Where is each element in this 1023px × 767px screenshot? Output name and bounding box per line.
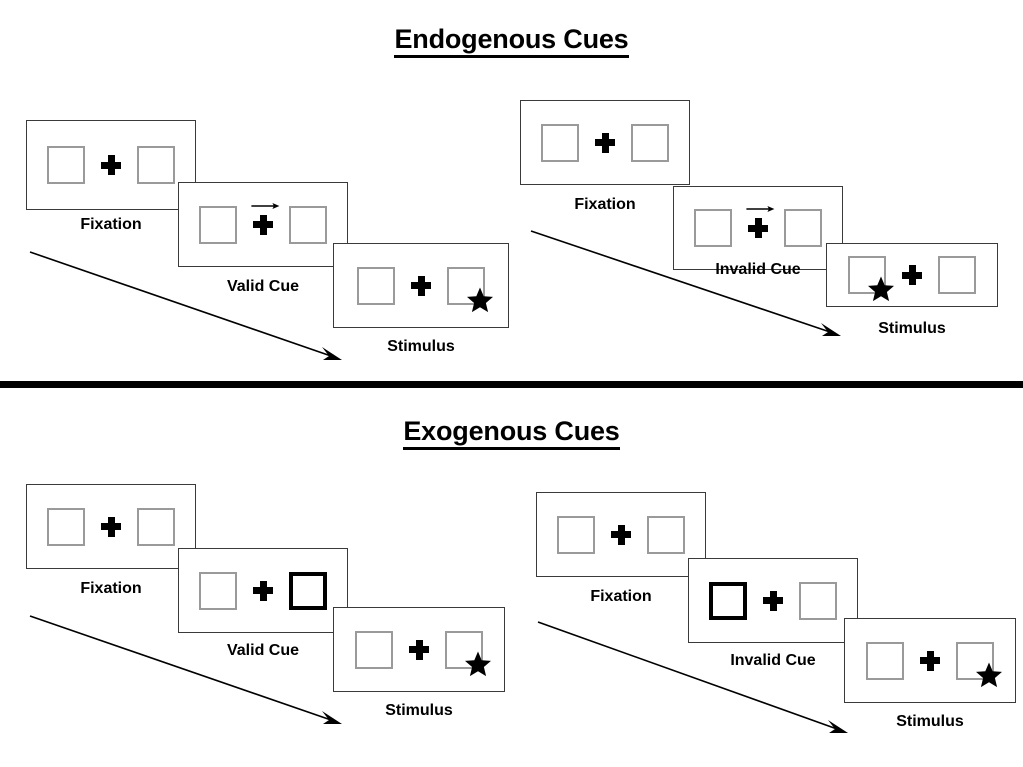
- section-divider: [0, 381, 1023, 388]
- panel-content: [521, 101, 689, 184]
- step-label-exogenous-invalid-cue: Invalid Cue: [730, 652, 816, 669]
- panel-exogenous-invalid-cue: [688, 558, 858, 643]
- right-placeholder-box: [956, 641, 1002, 687]
- left-placeholder-box: [866, 641, 904, 680]
- panel-content: [334, 244, 508, 327]
- panel-content: [179, 549, 347, 632]
- panel-content: [537, 493, 705, 576]
- fixation-plus-icon: [763, 590, 783, 611]
- left-placeholder-box: [47, 146, 85, 184]
- left-placeholder-box: [694, 209, 732, 247]
- left-placeholder-box: [541, 123, 579, 162]
- panel-exogenous-valid-cue: [178, 548, 348, 633]
- left-placeholder-box: [199, 205, 237, 244]
- center-fixation-group: [253, 580, 273, 601]
- center-cue-group: [746, 206, 775, 238]
- center-fixation-group: [611, 524, 631, 545]
- panel-exogenous-invalid-stimulus: [844, 618, 1016, 703]
- fixation-plus-icon: [902, 265, 922, 285]
- panel-content: [845, 619, 1015, 702]
- step-label-exogenous-invalid-stimulus: Stimulus: [896, 713, 964, 730]
- fixation-plus-icon: [748, 218, 768, 238]
- right-placeholder-box: [137, 507, 175, 546]
- panel-content: [827, 244, 997, 306]
- center-fixation-group: [763, 590, 783, 611]
- fixation-plus-icon: [253, 214, 273, 235]
- panel-exogenous-invalid-fixation: [536, 492, 706, 577]
- right-placeholder-box: [447, 266, 493, 312]
- step-label-exogenous-valid-fixation: Fixation: [80, 580, 142, 597]
- center-fixation-group: [902, 265, 922, 285]
- section-title-endogenous: Endogenous Cues: [0, 24, 1023, 58]
- center-fixation-group: [920, 650, 940, 671]
- fixation-plus-icon: [920, 650, 940, 671]
- fixation-plus-icon: [409, 639, 429, 660]
- step-label-endogenous-invalid-stimulus: Stimulus: [878, 320, 946, 337]
- right-placeholder-box: [799, 581, 837, 620]
- panel-exogenous-valid-stimulus: [333, 607, 505, 692]
- step-label-endogenous-valid-cue: Valid Cue: [226, 278, 300, 295]
- right-placeholder-box: [784, 209, 822, 247]
- step-label-exogenous-invalid-fixation: Fixation: [590, 588, 652, 605]
- step-label-exogenous-valid-stimulus: Stimulus: [385, 702, 453, 719]
- center-fixation-group: [411, 275, 431, 296]
- center-fixation-group: [101, 516, 121, 537]
- center-fixation-group: [595, 132, 615, 153]
- left-placeholder-box: [47, 507, 85, 546]
- fixation-plus-icon: [611, 524, 631, 545]
- panel-content: [689, 559, 857, 642]
- fixation-plus-icon: [101, 516, 121, 537]
- panel-content: [334, 608, 504, 691]
- panel-endogenous-invalid-cue: [673, 186, 843, 270]
- left-placeholder-box: [355, 630, 393, 669]
- step-label-endogenous-valid-fixation: Fixation: [80, 216, 142, 233]
- panel-endogenous-invalid-stimulus: [826, 243, 998, 307]
- left-placeholder-box: [557, 515, 595, 554]
- fixation-plus-icon: [595, 132, 615, 153]
- panel-content: [179, 183, 347, 266]
- fixation-plus-icon: [411, 275, 431, 296]
- right-arrow-icon: [250, 199, 280, 211]
- section-title-exogenous: Exogenous Cues: [0, 416, 1023, 450]
- panel-endogenous-valid-cue: [178, 182, 348, 267]
- center-fixation-group: [101, 155, 121, 175]
- panel-endogenous-valid-fixation: [26, 120, 196, 210]
- center-fixation-group: [409, 639, 429, 660]
- fixation-plus-icon: [253, 580, 273, 601]
- step-label-exogenous-valid-cue: Valid Cue: [226, 642, 300, 659]
- section-title-exogenous-text: Exogenous Cues: [403, 416, 620, 450]
- panel-exogenous-valid-fixation: [26, 484, 196, 569]
- right-placeholder-box-cued: [289, 571, 327, 610]
- left-placeholder-box: [199, 571, 237, 610]
- fixation-plus-icon: [101, 155, 121, 175]
- panel-content: [27, 121, 195, 209]
- left-placeholder-box: [357, 266, 395, 305]
- right-placeholder-box: [647, 515, 685, 554]
- panel-content: [27, 485, 195, 568]
- step-label-endogenous-valid-stimulus: Stimulus: [387, 338, 455, 355]
- step-label-endogenous-invalid-cue: Invalid Cue: [715, 261, 801, 278]
- right-placeholder-box: [631, 123, 669, 162]
- step-label-endogenous-invalid-fixation: Fixation: [574, 196, 636, 213]
- right-arrow-icon: [745, 202, 775, 214]
- panel-endogenous-valid-stimulus: [333, 243, 509, 328]
- right-placeholder-box: [445, 630, 491, 676]
- left-placeholder-box-cued: [709, 581, 747, 620]
- panel-endogenous-invalid-fixation: [520, 100, 690, 185]
- right-placeholder-box: [938, 256, 976, 294]
- panel-content: [674, 187, 842, 269]
- right-placeholder-box: [137, 146, 175, 184]
- section-title-endogenous-text: Endogenous Cues: [394, 24, 629, 58]
- left-placeholder-box: [848, 256, 894, 302]
- right-placeholder-box: [289, 205, 327, 244]
- center-cue-group: [251, 202, 280, 235]
